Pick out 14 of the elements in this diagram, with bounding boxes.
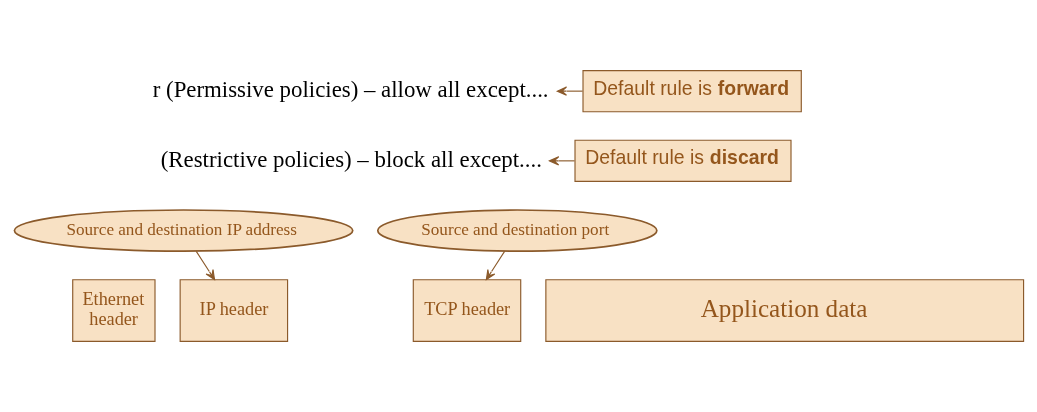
arrow: [548, 156, 575, 166]
node-ellipse: Source and destination IP address: [13, 209, 354, 252]
node-box: Default rule is discard: [573, 139, 792, 182]
arrow: [195, 250, 215, 281]
arrow: [485, 250, 505, 281]
arrow: [556, 86, 583, 96]
node-box: Default rule is forward: [581, 70, 802, 113]
node-box: IP header: [179, 279, 288, 342]
node-text: (Restrictive policies) – block all except....: [160, 146, 542, 172]
node-ellipse: Source and destination port: [376, 209, 658, 252]
node-box: Ethernet header: [71, 279, 156, 342]
node-box: Application data: [544, 279, 1024, 342]
node-box: TCP header: [412, 279, 521, 342]
node-text: r (Permissive policies) – allow all except....: [152, 76, 549, 102]
